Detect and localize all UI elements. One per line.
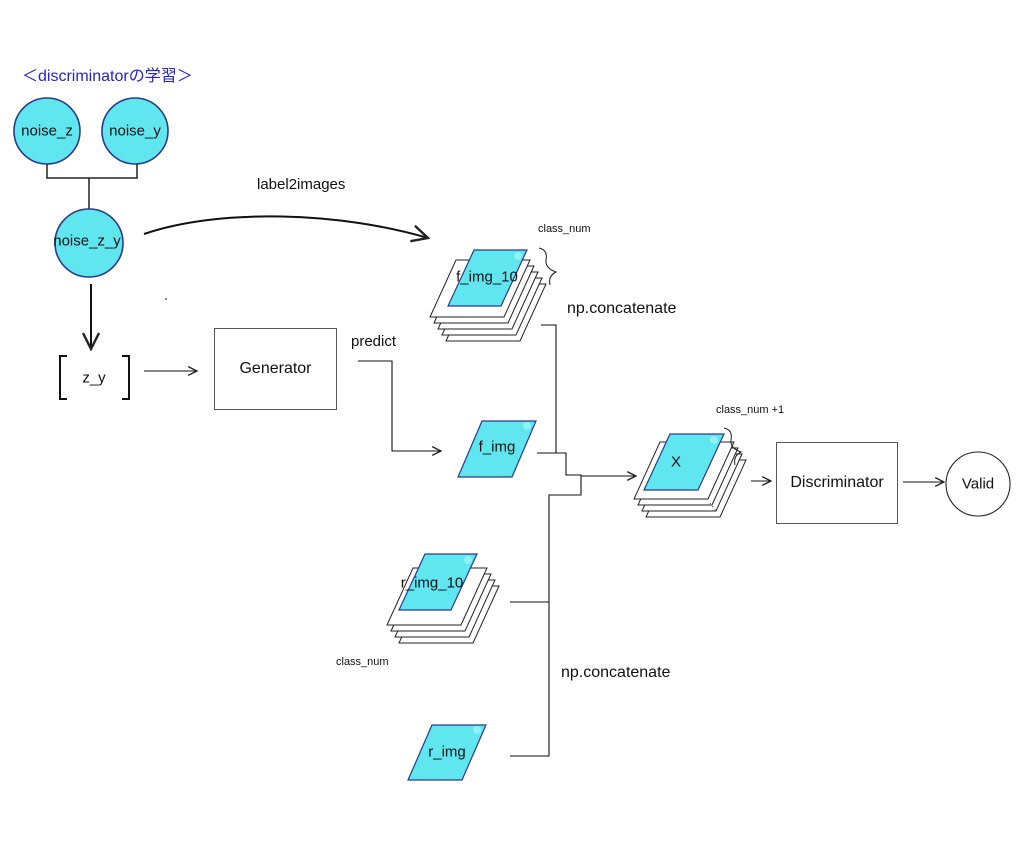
generator-box: Generator	[214, 328, 337, 410]
predict-arrow	[358, 360, 441, 451]
generator-label: Generator	[239, 360, 312, 377]
discriminator-box: Discriminator	[776, 442, 898, 524]
noise-merge-line	[46, 164, 138, 210]
zy-bracket-left	[59, 355, 67, 400]
concat-top-label: np.concatenate	[567, 300, 677, 317]
concat-bottom-lines	[510, 494, 581, 757]
x-label: X	[670, 453, 682, 471]
class-num-x-label: class_num +1	[716, 404, 785, 416]
r-img-label: r_img	[428, 743, 466, 761]
noise-y-node	[101, 97, 169, 165]
f-img-10-stack	[429, 249, 547, 342]
concat-bottom-label: np.concatenate	[561, 664, 671, 681]
noise-z-y-node	[54, 208, 124, 278]
x-dots	[709, 502, 717, 512]
discriminator-label: Discriminator	[790, 474, 884, 491]
zy-label: z_y	[82, 369, 106, 387]
class-num-bottom-label: class_num	[336, 656, 389, 668]
zy-bracket-right	[122, 355, 130, 400]
f-img-shape	[457, 420, 537, 478]
predict-label: predict	[351, 333, 397, 350]
r-img-10-stack	[386, 553, 500, 644]
x-stack	[633, 433, 747, 518]
diagram-title: ＜discriminatorの学習＞	[22, 68, 193, 85]
r-img-10-label: r_img_10	[400, 574, 464, 592]
class-num-top-label: class_num	[538, 223, 591, 235]
valid-label: Valid	[961, 475, 995, 493]
concat-top-lines	[537, 324, 582, 496]
x-brace	[723, 427, 743, 466]
label2images-label: label2images	[257, 176, 346, 193]
r-img-shape	[407, 724, 487, 781]
noise-z-y-label: noise_z_y	[53, 232, 121, 250]
valid-node	[945, 451, 1011, 517]
noise-y-label: noise_y	[109, 122, 161, 140]
stray-dot	[165, 298, 167, 300]
noise-z-label: noise_z	[21, 122, 73, 140]
label2images-arrow	[143, 215, 428, 238]
f-img-10-brace	[538, 247, 558, 286]
f-img-label: f_img	[478, 438, 516, 456]
f-img-10-label: f_img_10	[456, 268, 518, 286]
